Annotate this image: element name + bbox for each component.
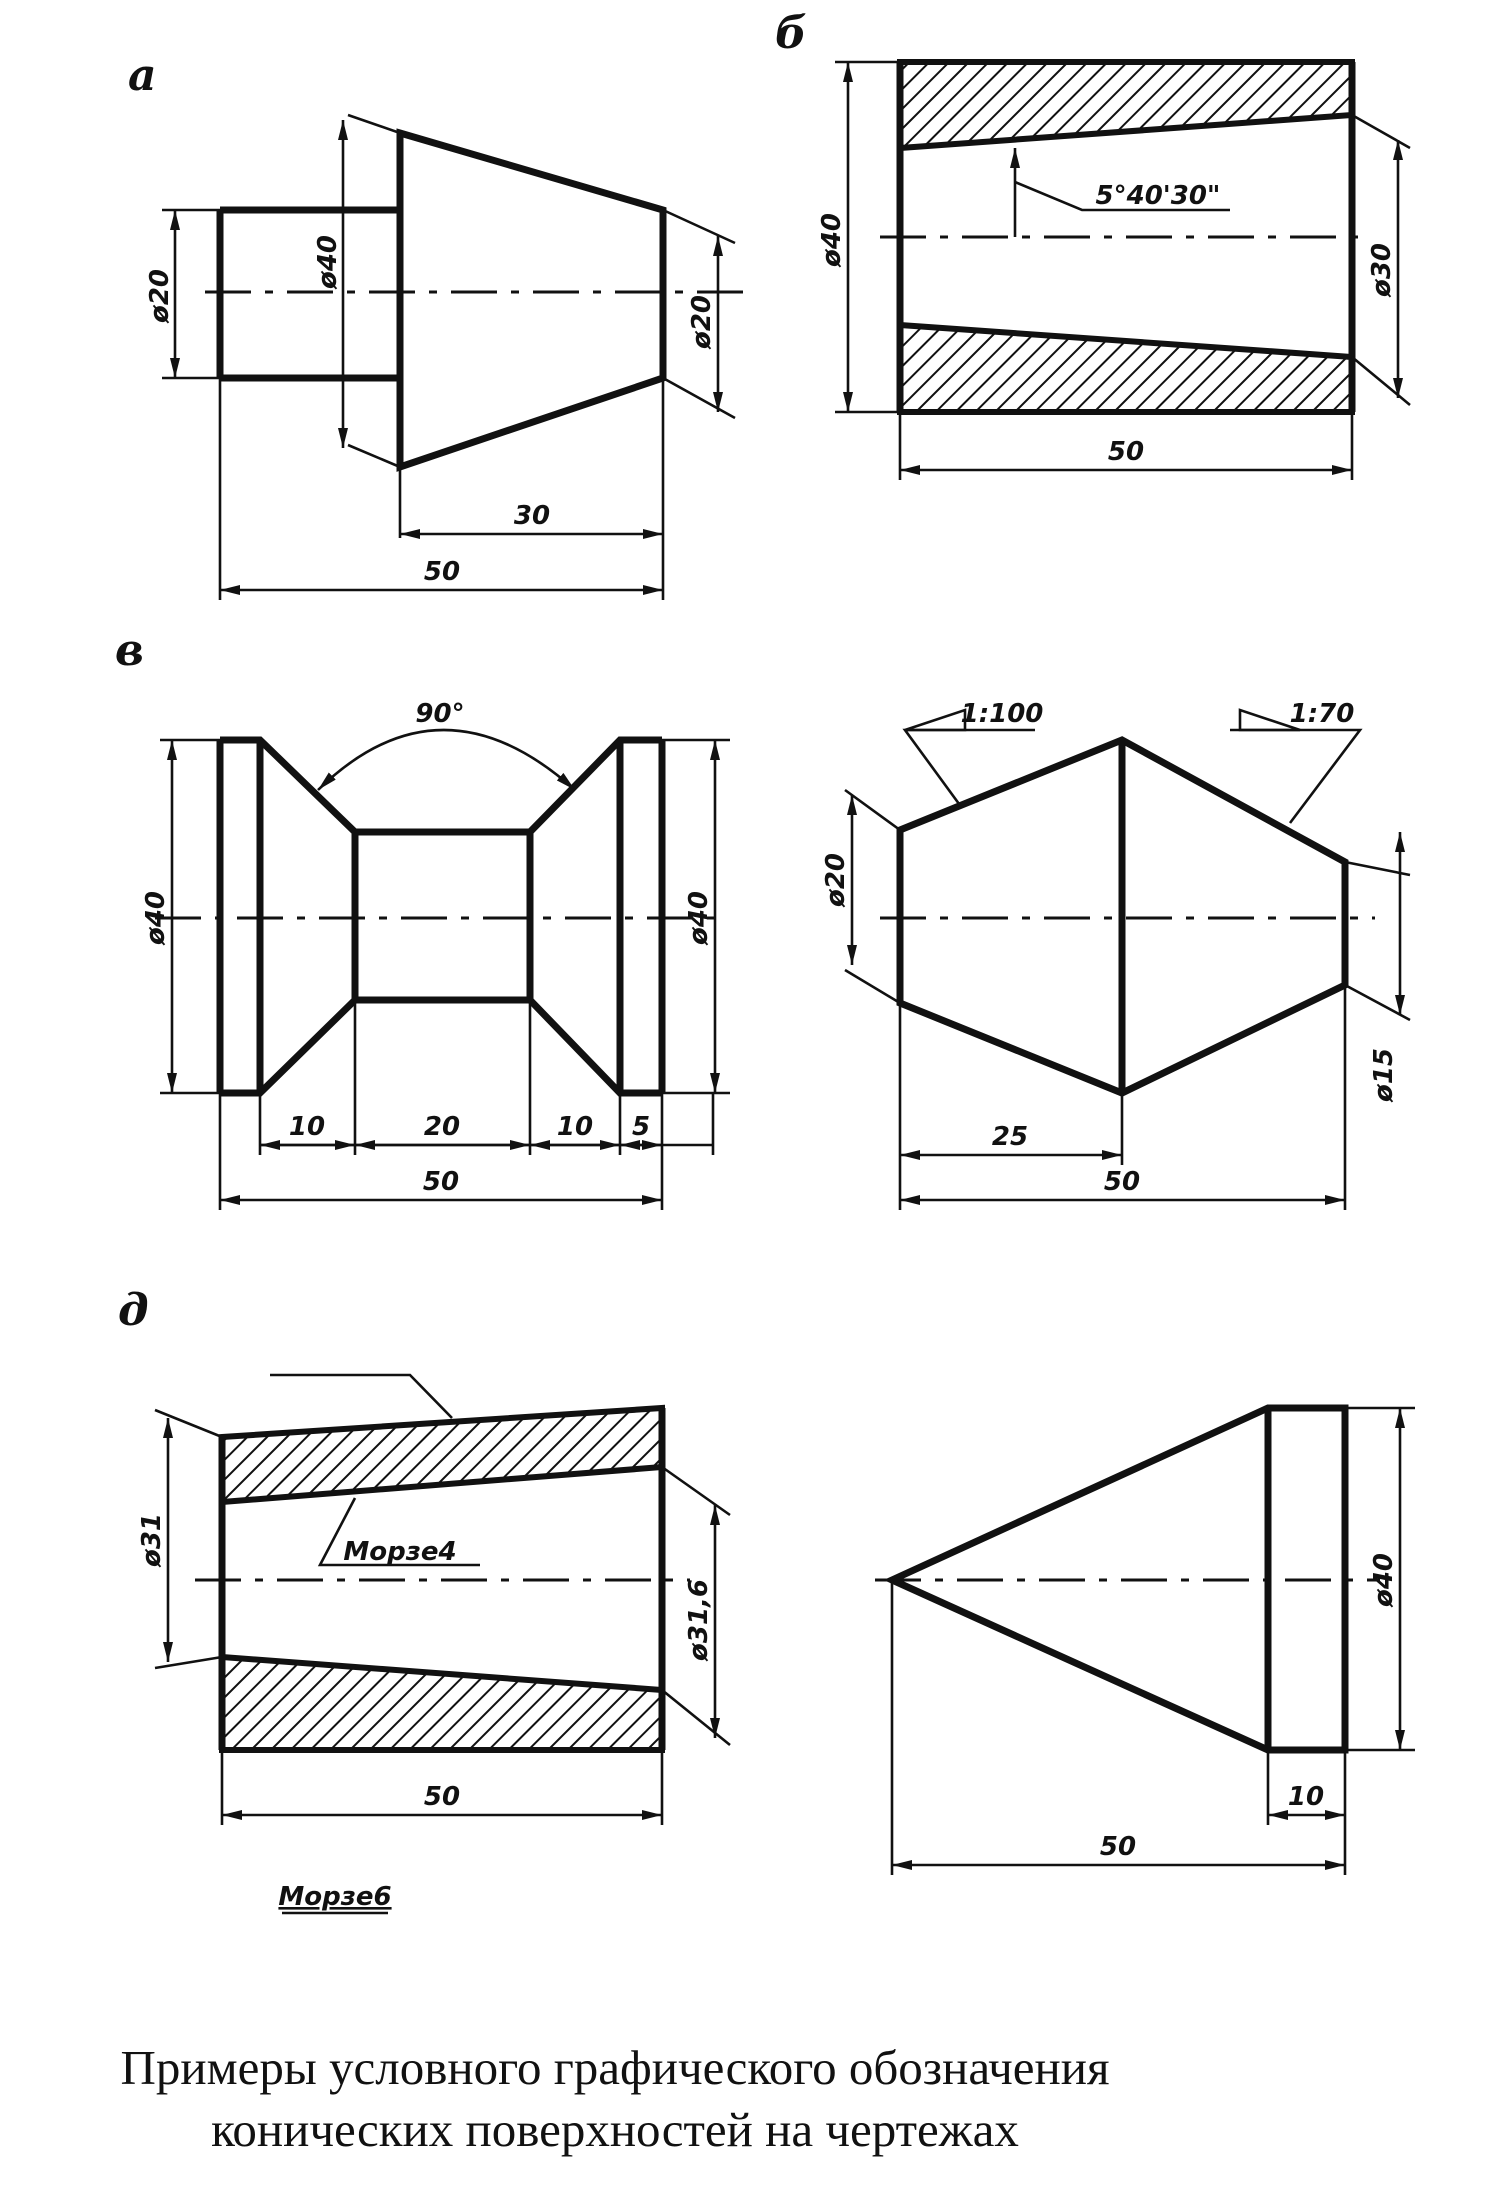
fig-d-len-total: 50 xyxy=(424,1782,460,1812)
fig-d-dia-left: ø31 xyxy=(137,1513,167,1568)
figure-v-letter: в xyxy=(115,625,144,676)
fig-v-dia-left: ø40 xyxy=(141,891,171,946)
fig-b-angle: 5°40'30" xyxy=(1096,181,1221,211)
caption-line-1: Примеры условного графического обозначен… xyxy=(120,2040,1110,2095)
figure-v2: 1:100 1:70 ø20 ø15 25 50 xyxy=(821,699,1411,1210)
fig-d2-len-short: 10 xyxy=(1288,1782,1324,1812)
fig-v2-len-total: 50 xyxy=(1104,1167,1140,1197)
fig-d-note: Морзе6 xyxy=(278,1882,391,1912)
figure-v: в 90° ø40 ø40 10 20 10 5 50 xyxy=(115,625,730,1210)
fig-a-dia-mid: ø40 xyxy=(313,235,343,290)
fig-v-seg1: 10 xyxy=(289,1112,325,1142)
fig-a-dia-right: ø20 xyxy=(687,295,717,350)
figure-a-letter: а xyxy=(128,50,157,101)
fig-b-dia-right: ø30 xyxy=(1367,243,1397,298)
caption-line-2: конических поверхностей на чертежах xyxy=(211,2102,1019,2157)
fig-a-dia-left: ø20 xyxy=(145,269,175,324)
fig-v2-taper-right: 1:70 xyxy=(1290,699,1355,729)
fig-v-len-total: 50 xyxy=(423,1167,459,1197)
fig-v-seg3: 10 xyxy=(557,1112,593,1142)
fig-v-seg2: 20 xyxy=(424,1112,460,1142)
fig-v2-taper-left: 1:100 xyxy=(961,699,1044,729)
fig-v2-len-half: 25 xyxy=(992,1122,1028,1152)
fig-d-taper-label: Морзе4 xyxy=(343,1537,456,1567)
figure-d: д Морзе4 ø31 ø31,6 50 Морзе6 xyxy=(118,1285,731,1915)
fig-d2-dia-right: ø40 xyxy=(1369,1553,1399,1608)
fig-b-dia-left: ø40 xyxy=(817,213,847,268)
figure-d-letter: д xyxy=(118,1285,149,1336)
fig-d2-len-total: 50 xyxy=(1100,1832,1136,1862)
fig-b-len-total: 50 xyxy=(1108,437,1144,467)
fig-v-dia-right: ø40 xyxy=(684,891,714,946)
figure-a: а ø20 ø40 ø20 30 50 xyxy=(128,50,750,600)
fig-v-seg4: 5 xyxy=(632,1112,650,1142)
fig-a-len-total: 50 xyxy=(424,557,460,587)
figure-d2: ø40 10 50 xyxy=(875,1404,1415,1875)
fig-v2-dia-left: ø20 xyxy=(821,853,851,908)
fig-v-angle: 90° xyxy=(415,699,464,729)
figure-b: б 5°40'30" ø40 ø30 50 xyxy=(775,8,1411,480)
fig-d-dia-right: ø31,6 xyxy=(684,1579,714,1662)
fig-v2-dia-right: ø15 xyxy=(1369,1048,1399,1103)
fig-a-len-cone: 30 xyxy=(514,501,550,531)
figure-b-letter: б xyxy=(775,8,807,59)
